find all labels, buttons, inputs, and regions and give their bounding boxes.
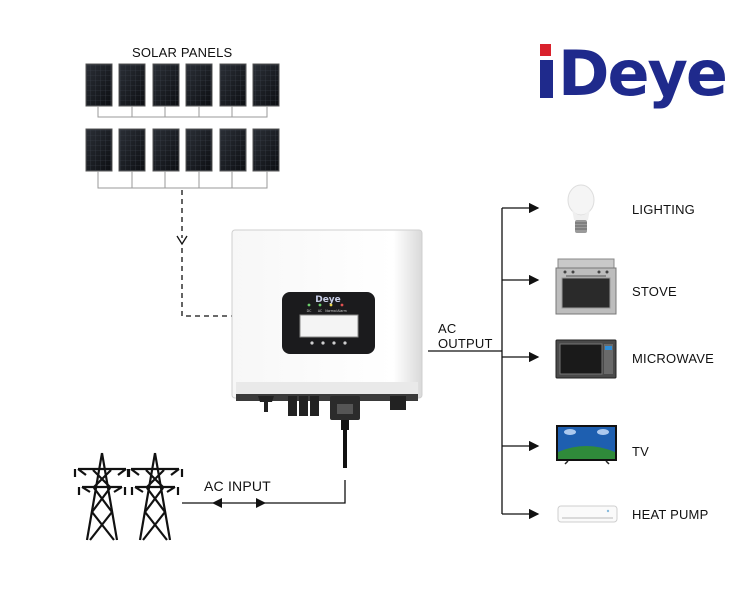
microwave-icon [555, 339, 617, 379]
dc-line [176, 190, 232, 317]
indicator-label: Normal [325, 309, 337, 313]
light-bulb-icon [567, 184, 595, 233]
solar-panel-icon [85, 128, 113, 172]
indicator-label: Alarm [337, 309, 346, 313]
indicator-label: DC [307, 309, 312, 313]
solar-panel-icon [118, 128, 146, 172]
inverter: Deye DC AC Normal Alarm [231, 229, 423, 430]
solar-panel-icon [252, 128, 280, 172]
solar-panel-icon [85, 63, 113, 107]
load-label-lighting: LIGHTING [632, 202, 695, 217]
solar-panels-label: SOLAR PANELS [132, 45, 233, 60]
deye-logo: Deye [536, 37, 728, 110]
inverter-connectors [258, 396, 406, 430]
ac-input-line [182, 480, 346, 504]
ac-output-label-line2: OUTPUT [438, 336, 493, 351]
solar-panel-icon [185, 128, 213, 172]
ac-input-arrow-right [256, 498, 266, 508]
indicator-label: AC [318, 309, 323, 313]
logo-red-mark [540, 44, 551, 56]
transmission-tower-icon [73, 452, 184, 541]
lcd-screen [299, 314, 359, 338]
solar-panel-icon [185, 63, 213, 107]
load-label-stove: STOVE [632, 284, 677, 299]
heat-pump-icon [557, 505, 618, 523]
indicator-labels: DC AC Normal Alarm [307, 309, 347, 313]
load-label-microwave: MICROWAVE [632, 351, 714, 366]
panel-wiring [97, 106, 268, 189]
ac-output-bus [428, 202, 540, 520]
display-buttons [310, 341, 347, 345]
solar-panel-icon [152, 128, 180, 172]
load-label-heat-pump: HEAT PUMP [632, 507, 709, 522]
tv-icon [556, 425, 617, 465]
logo-text: Deye [558, 37, 728, 110]
solar-panel-icon [219, 63, 247, 107]
solar-panel-array [85, 63, 280, 172]
logo-blue-bar [540, 60, 553, 98]
stove-icon [555, 258, 617, 315]
ac-input-label: AC INPUT [204, 478, 271, 494]
display-logo: Deye [315, 295, 341, 305]
solar-panel-icon [152, 63, 180, 107]
solar-panel-icon [118, 63, 146, 107]
solar-panel-icon [219, 128, 247, 172]
ac-output-label-line1: AC [438, 321, 457, 336]
solar-panel-icon [252, 63, 280, 107]
ac-input-arrow-left [212, 498, 222, 508]
load-label-tv: TV [632, 444, 650, 459]
